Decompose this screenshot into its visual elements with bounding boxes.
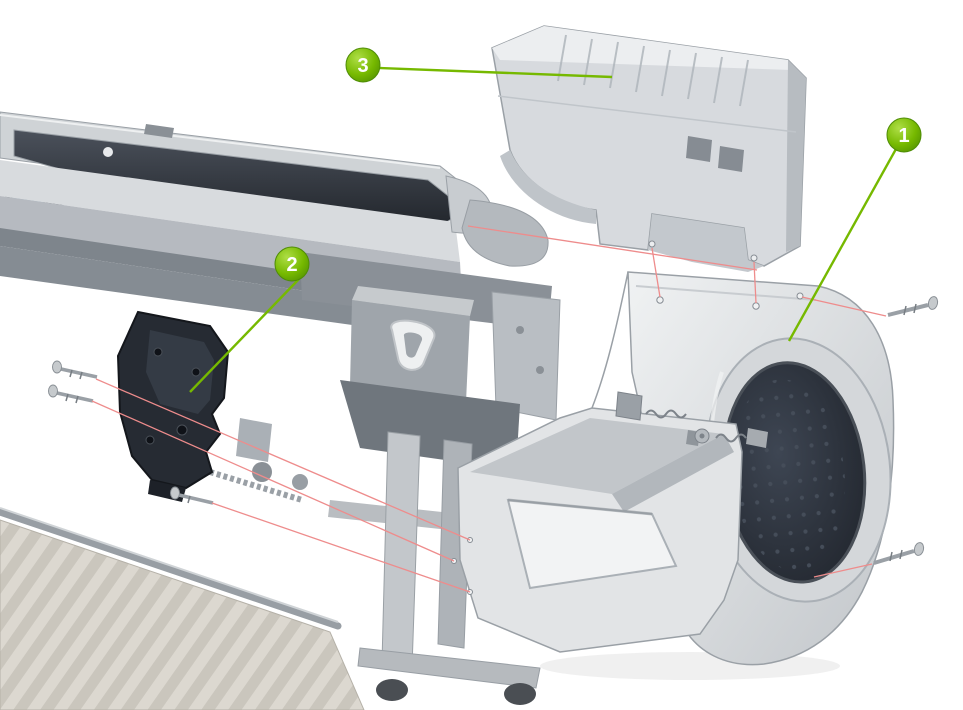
screw-hole <box>750 254 758 262</box>
cover-top-lip <box>635 285 817 301</box>
callout-3: 3 <box>345 47 613 83</box>
alignment-line <box>95 378 471 541</box>
latch-mechanism <box>615 391 768 448</box>
toothed-rack <box>209 469 303 503</box>
top-cover-slot <box>686 136 712 162</box>
printer-stand <box>328 431 541 705</box>
brand-logo-dot <box>103 147 113 157</box>
caster-wheel <box>504 683 536 705</box>
bracket-part-2 <box>116 310 230 502</box>
bracket-hole <box>153 347 163 357</box>
screw-hole <box>656 296 664 304</box>
screw-hole <box>752 302 760 310</box>
side-plate <box>491 291 561 421</box>
screw <box>48 384 94 404</box>
screw <box>170 486 214 505</box>
basket-bar-highlight <box>0 507 339 623</box>
bucket-inner-wall <box>612 434 734 512</box>
boss-hole <box>699 433 705 439</box>
alignment-line <box>753 261 757 304</box>
alignment-line <box>651 247 661 298</box>
window-handle <box>144 124 174 138</box>
bracket-hole <box>145 435 155 445</box>
mech-bracket <box>236 418 272 462</box>
cutout-shadow <box>507 498 653 516</box>
screw <box>873 542 925 565</box>
bracket-facet <box>146 330 214 414</box>
basket-fabric <box>0 519 365 710</box>
oval-window <box>704 337 892 603</box>
body-underside <box>0 246 462 340</box>
alignment-line <box>801 296 887 317</box>
caster-wheel <box>376 679 408 701</box>
mech-gear <box>252 462 272 482</box>
screw <box>52 360 98 380</box>
internal-recess <box>300 252 552 330</box>
bracket-hole <box>176 424 188 436</box>
carriage-arm-cover <box>461 199 549 267</box>
carriage-assembly <box>209 252 561 503</box>
right-end-cover-part-1 <box>451 271 895 680</box>
top-cover-ribs <box>557 34 749 107</box>
stand-leg <box>381 431 421 669</box>
lid-highlight <box>0 114 441 169</box>
top-cover-top-face <box>492 26 792 70</box>
top-cover-curve-shadow <box>500 150 596 224</box>
plate-hole <box>516 326 524 334</box>
basket-bar <box>0 508 342 630</box>
spring <box>715 433 747 443</box>
spring <box>645 409 687 419</box>
callout-1-circle <box>886 117 922 153</box>
leader-line-1 <box>787 148 898 342</box>
screws-left <box>48 360 214 505</box>
leader-line-2 <box>189 278 300 393</box>
alignment-line <box>91 400 455 562</box>
alignment-line <box>211 502 471 593</box>
body-band-upper <box>0 160 460 262</box>
alignment-lines <box>91 225 887 593</box>
screw <box>887 296 939 317</box>
alignment-line <box>813 563 873 578</box>
lower-recess <box>340 380 520 470</box>
screws-right <box>873 296 939 565</box>
top-cover-right-face <box>786 60 806 252</box>
callout-2-circle <box>274 246 310 282</box>
clip <box>746 428 768 448</box>
screw-hole <box>796 292 804 300</box>
carriage-top <box>352 286 474 316</box>
callout-1: 1 <box>787 117 922 342</box>
mech-gear <box>292 474 308 490</box>
top-cover-slot <box>718 146 744 172</box>
callout-3-number: 3 <box>357 55 368 77</box>
alignment-line <box>467 225 758 271</box>
bucket-interior <box>470 418 724 494</box>
handle-hole <box>403 332 423 358</box>
callout-2: 2 <box>189 246 310 393</box>
callout-3-circle <box>345 47 381 83</box>
screw-hole <box>648 240 656 248</box>
callout-1-number: 1 <box>898 125 909 147</box>
top-cover-crease <box>497 95 797 133</box>
plate-hole <box>536 366 544 374</box>
stand-foot <box>357 647 541 689</box>
paper-basket <box>0 507 365 710</box>
bracket-hole <box>191 367 201 377</box>
leader-line-3 <box>379 66 613 79</box>
callouts: 3 2 1 <box>189 47 922 393</box>
callout-2-number: 2 <box>286 254 297 276</box>
cover-left-edge <box>591 271 629 409</box>
